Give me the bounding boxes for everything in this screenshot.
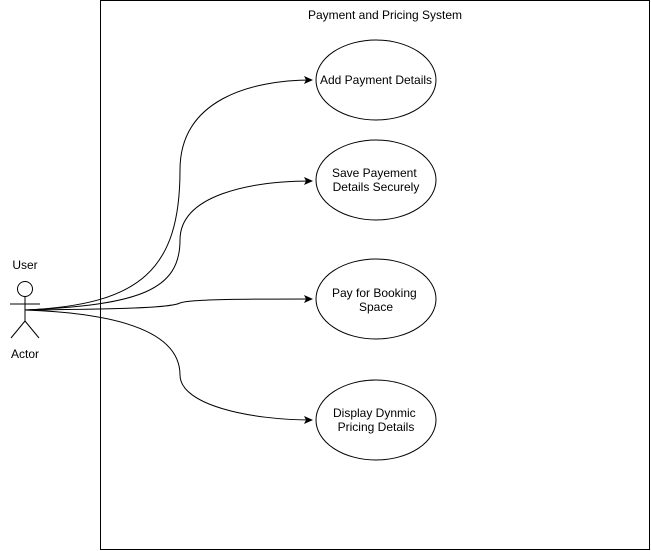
use-case-ellipse — [315, 379, 437, 461]
use-case-label-line: Space — [359, 300, 393, 314]
actor-left-leg — [10, 320, 26, 339]
actor-label: Actor — [11, 347, 39, 361]
use-case-label: Pay for Booking Space — [332, 286, 420, 314]
use-case-label-line: Display Dynmic — [333, 406, 416, 420]
use-case-label-line: Add Payment Details — [320, 73, 432, 87]
use-case-pay-for-booking-space[interactable]: Pay for Booking Space — [315, 258, 437, 340]
connector-save-payment — [24, 177, 313, 311]
use-case-ellipse — [315, 139, 437, 221]
use-case-save-payment-details[interactable]: Save Payement Details Securely — [315, 139, 437, 221]
actor-right-leg — [24, 320, 40, 339]
actor-head — [17, 281, 33, 297]
use-case-add-payment-details[interactable]: Add Payment Details — [315, 39, 437, 121]
use-case-label: Display Dynmic Pricing Details — [333, 406, 419, 434]
actor-name: User — [12, 258, 37, 272]
use-case-display-dynamic-pricing[interactable]: Display Dynmic Pricing Details — [315, 379, 437, 461]
use-case-label-line: Details Securely — [333, 180, 420, 194]
connectors — [24, 76, 313, 424]
use-case-label-line: Pricing Details — [338, 420, 415, 434]
use-case-label: Add Payment Details — [320, 73, 432, 87]
connector-display-pricing — [24, 309, 313, 424]
system-title: Payment and Pricing System — [308, 8, 462, 22]
use-case-ellipse — [315, 39, 437, 121]
use-case-ellipse — [315, 258, 437, 340]
actor-user[interactable] — [10, 281, 40, 339]
use-case-label-line: Pay for Booking — [332, 286, 417, 300]
connector-pay-booking — [24, 295, 313, 311]
use-case-label-line: Save Payement — [332, 166, 417, 180]
connector-add-payment — [24, 76, 313, 311]
use-case-label: Save Payement Details Securely — [332, 166, 420, 194]
